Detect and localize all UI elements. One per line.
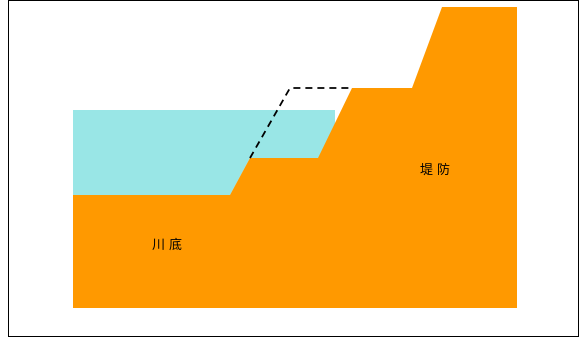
levee-label: 堤防 [420, 162, 454, 178]
riverbed-label: 川底 [152, 237, 186, 253]
water-region [73, 110, 335, 195]
diagram-border [8, 0, 579, 337]
ground-region [73, 7, 517, 308]
former-levee-dashed-line [249, 87, 352, 159]
